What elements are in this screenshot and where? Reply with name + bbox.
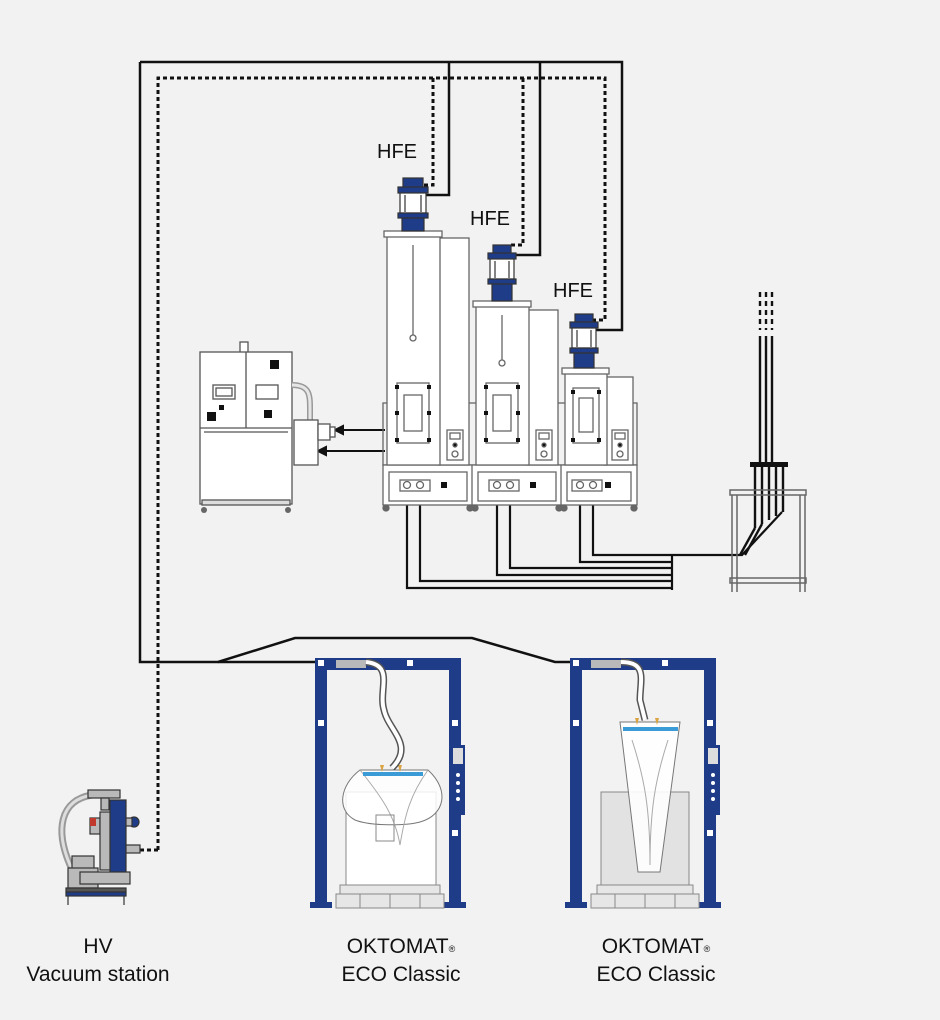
- drying-hopper-3: [561, 367, 634, 466]
- hfe-label-2: HFE: [470, 208, 510, 230]
- distribution-manifold: [729, 292, 807, 592]
- dry-air-lines: [315, 424, 385, 457]
- vacuum-lines-dashed: [140, 76, 607, 852]
- drying-hopper-1: [383, 230, 470, 466]
- oktomat-model-1: ECO Classic: [341, 963, 461, 986]
- material-return-lines: [405, 490, 783, 590]
- vacuum-station-unit: [58, 789, 141, 905]
- oktomat-model-2: ECO Classic: [596, 963, 716, 986]
- dryer-control-cabinet: [199, 341, 336, 513]
- hopper-loader-hfe-2: [487, 244, 517, 302]
- hopper-loader-hfe-1: [397, 177, 429, 232]
- oktomat-station-2: [565, 658, 721, 909]
- oktomat-name-2: OKTOMAT®: [571, 933, 741, 961]
- registered-mark-2: ®: [703, 944, 711, 954]
- drying-hopper-2: [472, 300, 559, 466]
- hfe-label-1: HFE: [377, 141, 417, 163]
- vacuum-station-label-line1: HV: [83, 935, 113, 958]
- oktomat-station-1: [310, 658, 466, 909]
- registered-mark-1: ®: [448, 944, 456, 954]
- vacuum-lines-solid: [138, 60, 624, 664]
- vacuum-station-label-line2: Vacuum station: [26, 963, 170, 986]
- hfe-label-3: HFE: [553, 280, 593, 302]
- vacuum-station-caption: HV Vacuum station: [8, 933, 188, 989]
- hopper-loader-hfe-3: [569, 313, 599, 369]
- oktomat-name-1: OKTOMAT®: [316, 933, 486, 961]
- oktomat-name-text-1: OKTOMAT: [346, 935, 449, 958]
- oktomat-caption-2: OKTOMAT® ECO Classic: [571, 933, 741, 989]
- oktomat-name-text-2: OKTOMAT: [601, 935, 704, 958]
- oktomat-caption-1: OKTOMAT® ECO Classic: [316, 933, 486, 989]
